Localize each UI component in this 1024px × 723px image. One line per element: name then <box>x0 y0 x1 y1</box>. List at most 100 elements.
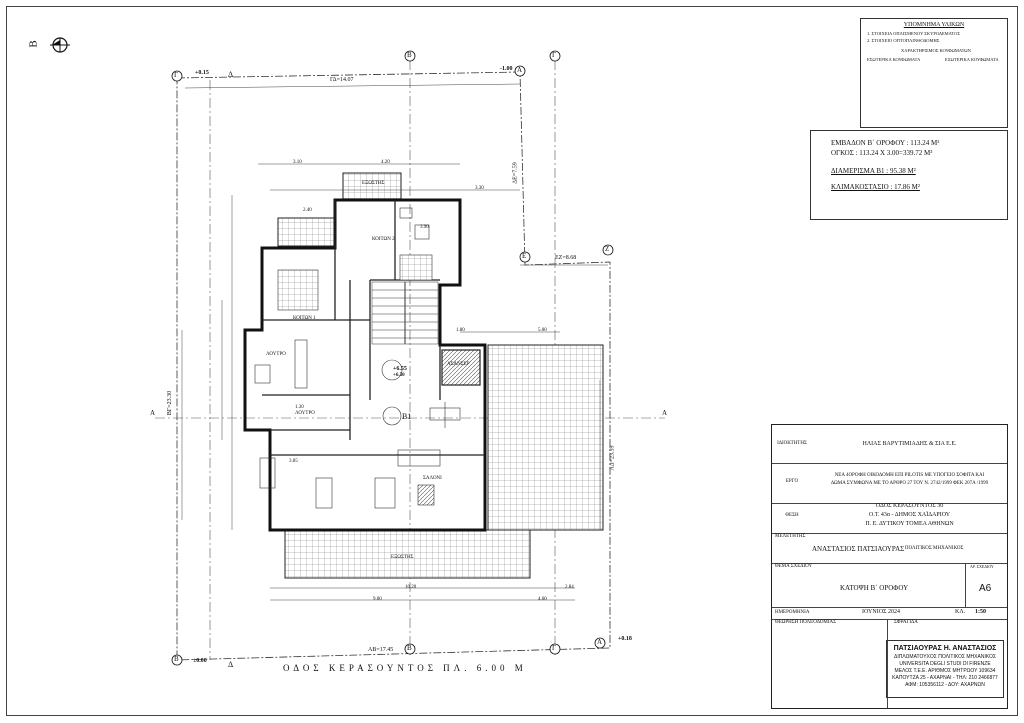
date-label: ΗΜΕΡΟΜΗΝΙΑ <box>775 610 810 615</box>
project-row: ΕΡΓΟ ΝΕΑ 4ΟΡΟΦΗ ΟΙΚΟΔΟΜΗ ΕΠΙ PILOTIS ΜΕ … <box>772 463 1007 504</box>
dim-1020: 10.20 <box>405 585 417 590</box>
room-lift: ΑΣΑΝΣΕΡ <box>447 362 470 367</box>
corner-label-a-bottom: Α <box>597 638 603 646</box>
edge-left: ΒΓ=23.30 <box>167 390 174 416</box>
corner-label-e: Ε <box>522 252 527 260</box>
project-line-1: ΝΕΑ 4ΟΡΟΦΗ ΟΙΚΟΔΟΜΗ ΕΠΙ PILOTIS ΜΕ ΥΠΟΓΕ… <box>834 473 985 478</box>
seal-label: ΣΦΡΑΓΙΔΑ <box>894 620 918 625</box>
north-arrow-icon <box>50 37 70 53</box>
corner-label-a: Α <box>517 66 523 74</box>
staircase <box>371 281 439 345</box>
owner-value: ΗΛΙΑΣ ΒΑΡΥΤΙΜΙΑΔΗΣ & ΣΙΑ Ε.Ε. <box>862 441 957 447</box>
designer-title: ΠΟΛΙΤΙΚΟΣ ΜΗΧΑΝΙΚΟΣ <box>905 546 964 551</box>
room-living: ΣΑΛΟΝΙ <box>423 476 442 481</box>
corner-markers <box>171 50 614 666</box>
dim-460: 4.60 <box>538 597 547 602</box>
edge-rtop: ΔΕ=7.59 <box>512 162 519 184</box>
edge-ez: ΕΖ=8.68 <box>555 255 577 261</box>
owner-label: ΙΔΙΟΚΤΗΤΗΣ <box>777 441 807 446</box>
dim-500: 5.00 <box>538 328 547 333</box>
scale-value: 1:50 <box>975 609 986 615</box>
balcony-top <box>342 172 402 202</box>
location-line-3: Π. Ε. ΔΥΤΙΚΟΥ ΤΟΜΕΑ ΑΘΗΝΩΝ <box>865 521 954 527</box>
sheet-frame <box>6 6 1018 716</box>
apartment-label: Β1 <box>402 412 412 421</box>
location-line-1: ΟΔΟΣ ΚΕΡΑΣΟΥΝΤΟΣ 30 <box>875 503 944 509</box>
interior-walls <box>262 200 485 456</box>
area-stairwell: ΚΛΙΜΑΚΟΣΤΑΣΙΟ : 17.86 M² <box>831 183 920 191</box>
corner-label-g: Γ <box>174 71 179 79</box>
area-summary: ΕΜΒΑΔΟΝ Β΄ ΟΡΟΦΟΥ : 113.24 M² ΟΓΚΟΣ : 11… <box>810 130 1008 220</box>
level-stair: +6.55 <box>393 366 407 372</box>
stamp-line-3: UNIVERSITA DEGLI STUDI DI FIRENZE <box>899 661 991 667</box>
room-bathroom-2: ΛΟΥΤΡΟ <box>295 411 315 416</box>
balcony-left <box>277 217 335 247</box>
owner-row: ΙΔΙΟΚΤΗΤΗΣ ΗΛΙΑΣ ΒΑΡΥΤΙΜΙΑΔΗΣ & ΣΙΑ Ε.Ε. <box>772 425 1007 464</box>
stamp-line-5: ΚΑΠΟΥΤΖΑ 25 - ΑΧΑΡΝΑΙ - ΤΗΛ: 210 2466877 <box>892 675 998 681</box>
legend-item: 2. ΣΤΟΙΧΕΙΟ ΟΠΤΟΠΛΙΝΘΟΔΟΜΗΣ <box>867 38 940 43</box>
level-bottom-left: ±0.00 <box>193 658 207 664</box>
designer-value: ΑΝΑΣΤΑΣΙΟΣ ΠΑΤΣΙΑΟΥΡΑΣ <box>812 545 905 553</box>
legend-item: ΕΞΩΤΕΡΙΚΑ ΚΟΥΦΩΜΑΤΑ <box>945 57 999 62</box>
stamp-line-2: ΔΙΠΛΩΜΑΤΟΥΧΟΣ ΠΟΛΙΤΙΚΟΣ ΜΗΧΑΝΙΚΟΣ <box>893 654 997 660</box>
scale-label: ΚΛ. <box>955 609 966 615</box>
stamp-line-6: ΑΦΜ: 105356112 - ΔΟΥ: ΑΧΑΡΝΩΝ <box>905 682 985 688</box>
dim-385: 3.85 <box>289 459 298 464</box>
approval-row: ΘΕΩΡΗΣΗ ΠΟΛΕΟΔΟΜΙΑΣ ΣΦΡΑΓΙΔΑ <box>772 619 1007 708</box>
corner-label-b: Β <box>174 655 179 663</box>
edge-right: ΑΔ=23.59 <box>609 445 616 471</box>
dim-240: 2.40 <box>303 208 312 213</box>
location-row: ΘΕΣΗ ΟΔΟΣ ΚΕΡΑΣΟΥΝΤΟΣ 30 Ο.Τ. 43α - ΔΗΜΟ… <box>772 503 1007 534</box>
furniture <box>254 207 461 509</box>
level-top-left: +0.15 <box>195 70 209 76</box>
area-volume: ΟΓΚΟΣ : 113.24 X 3.00=339.72 M³ <box>831 149 933 157</box>
level-stair-2: +6.50 <box>393 373 405 378</box>
section-label-a-right: Α <box>662 409 668 417</box>
title-block: ΙΔΙΟΚΤΗΤΗΣ ΗΛΙΑΣ ΒΑΡΥΤΙΜΙΑΔΗΣ & ΣΙΑ Ε.Ε.… <box>771 424 1008 709</box>
project-line-2: ΔΩΜΑ ΣΥΜΦΩΝΑ ΜΕ ΤΟ ΑΡΘΡΟ 27 ΤΟΥ Ν. 2742/… <box>830 481 989 486</box>
date-row: ΗΜΕΡΟΜΗΝΙΑ ΙΟΥΝΙΟΣ 2024 ΚΛ. 1:50 <box>772 607 1007 620</box>
room-balcony-top: ΕΞΩΣΤΗΣ <box>362 181 385 186</box>
section-label-a-left: Α <box>150 409 156 417</box>
corner-label-z: Ζ <box>605 245 610 253</box>
section-label-b-bottom: Β <box>407 644 412 652</box>
terrace-right <box>487 344 604 531</box>
dimension-lines <box>181 83 608 601</box>
approval-label: ΘΕΩΡΗΣΗ ΠΟΛΕΟΔΟΜΙΑΣ <box>775 620 837 625</box>
corner-label-d-top: Δ <box>228 70 234 79</box>
street-label: ΟΔΟΣ ΚΕΡΑΣΟΥΝΤΟΣ ΠΛ. 6.00 Μ <box>283 663 527 673</box>
section-label-b-top: Β <box>407 51 412 59</box>
dim-180: 1.80 <box>456 328 465 333</box>
stamp-line-1: ΠΑΤΣΙΑΟΥΡΑΣ Η. ΑΝΑΣΤΑΣΙΟΣ <box>893 645 997 652</box>
dim-900: 9.00 <box>373 597 382 602</box>
room-bedroom-1: ΚΟΙΤΩΝ 1 <box>293 316 316 321</box>
dim-420: 4.20 <box>381 160 390 165</box>
section-label-g-bottom: Γ <box>552 644 557 652</box>
corner-label-d-bottom: Δ <box>228 660 234 669</box>
designer-label: ΜΕΛΕΤΗΤΗΣ <box>775 534 806 539</box>
date-value: ΙΟΥΝΙΟΣ 2024 <box>862 609 901 615</box>
drawing-no-label: ΑΡ. ΣΧΕΔΙΟΥ <box>970 564 994 569</box>
engineer-stamp: ΠΑΤΣΙΑΟΥΡΑΣ Η. ΑΝΑΣΤΑΣΙΟΣ ΔΙΠΛΩΜΑΤΟΥΧΟΣ … <box>886 640 1004 698</box>
edge-bottom: ΑΒ=17.45 <box>368 647 394 653</box>
legend-title: ΥΠΟΜΝΗΜΑ ΥΛΙΚΩΝ <box>903 22 965 28</box>
location-line-2: Ο.Τ. 43α - ΔΗΜΟΣ ΧΑΪΔΑΡΙΟΥ <box>868 512 951 518</box>
lift-shaft <box>441 349 481 386</box>
materials-legend: ΥΠΟΜΝΗΜΑ ΥΛΙΚΩΝ 1. ΣΤΟΙΧΕΙΑ ΟΠΛΙΣΜΕΝΟΥ Σ… <box>860 18 1008 128</box>
level-top-right: -1.00 <box>500 66 513 72</box>
drawing-value: ΚΑΤΟΨΗ Β΄ ΟΡΟΦΟΥ <box>840 584 909 592</box>
dim-390: 3.90 <box>420 225 429 230</box>
legend-item: ΧΑΡΑΚΤΗΡΙΣΜΟΣ ΚΟΥΦΩΜΑΤΩΝ <box>901 48 971 53</box>
dim-284: 2.84 <box>565 585 574 590</box>
dim-130: 1.30 <box>295 405 304 410</box>
drawing-label: ΘΕΜΑ ΣΧΕΔΙΟΥ <box>775 564 813 569</box>
legend-item: ΕΣΩΤΕΡΙΚΑ ΚΟΥΦΩΜΑΤΑ <box>867 57 921 62</box>
room-bathroom-1: ΛΟΥΤΡΟ <box>266 352 286 357</box>
room-balcony: ΕΞΩΣΤΗΣ <box>391 555 414 560</box>
walls <box>243 198 487 532</box>
location-label: ΘΕΣΗ <box>785 513 799 518</box>
stamp-line-4: ΜΕΛΟΣ Τ.Ε.Ε. ΑΡΙΘΜΟΣ ΜΗΤΡΩΟΥ 109634 <box>894 668 996 674</box>
legend-item: 1. ΣΤΟΙΧΕΙΑ ΟΠΛΙΣΜΕΝΟΥ ΣΚΥΡΟΔΕΜΑΤΟΣ <box>867 31 960 36</box>
designer-row: ΜΕΛΕΤΗΤΗΣ ΑΝΑΣΤΑΣΙΟΣ ΠΑΤΣΙΑΟΥΡΑΣ ΠΟΛΙΤΙΚ… <box>772 533 1007 564</box>
